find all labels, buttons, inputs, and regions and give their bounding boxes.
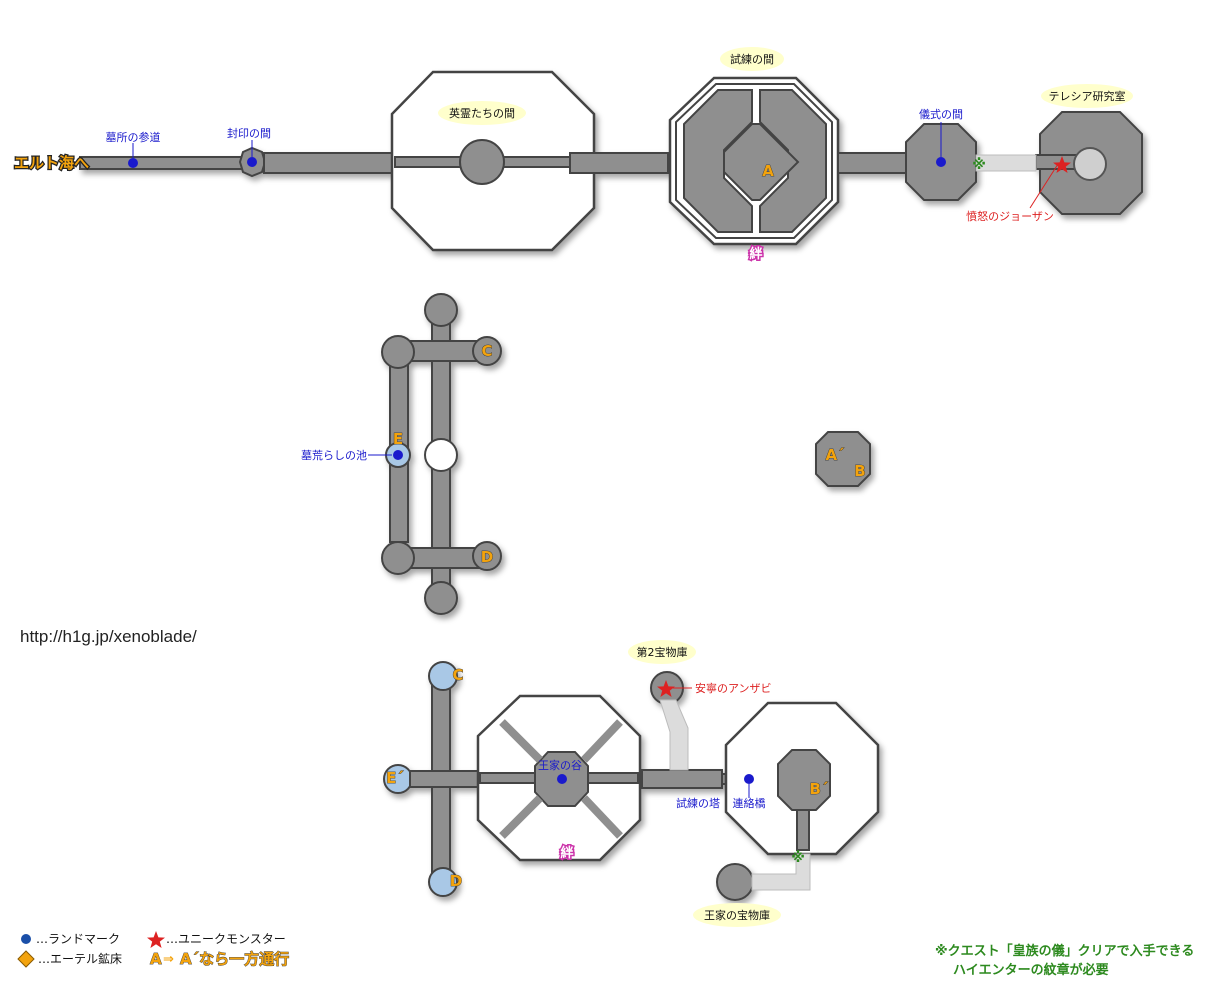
landmark-dot-bosho (128, 158, 138, 168)
legend-ether-diamond (17, 950, 35, 968)
bridge-mark-top: ※ (972, 157, 986, 173)
legend-unique-star (147, 931, 165, 948)
legend-oneway-a: A (150, 950, 162, 968)
marker-d-bottom: D (450, 872, 462, 890)
area-label-eirei: 英霊たちの間 (449, 106, 515, 120)
legend-landmark-dot (21, 934, 31, 944)
landmark-dot-renraku (744, 774, 754, 784)
bottom-cross (409, 770, 479, 788)
marker-b-prime: B´ (810, 780, 829, 798)
approach-corridor (79, 156, 243, 170)
eirei-center (459, 139, 505, 185)
glow-dai2 (628, 640, 696, 664)
ab-room (815, 431, 871, 487)
mid-top-node (424, 293, 458, 327)
mid-bottom-left-node (381, 541, 415, 575)
landmark-label-renraku: 連絡橋 (733, 796, 766, 810)
tower-down (796, 809, 810, 851)
shiren-frame (683, 89, 827, 233)
marker-a: A (762, 162, 774, 180)
exit-label: エルト海へ (14, 154, 89, 172)
corridor-2 (569, 152, 669, 174)
light-bridge-dai2 (659, 699, 689, 771)
glow-ouke-hou (693, 903, 781, 927)
glow-terecia (1041, 84, 1133, 108)
marker-d-mid: D (481, 548, 493, 566)
area-label-terecia: テレシア研究室 (1049, 89, 1126, 103)
top-structure (79, 70, 1143, 252)
landmark-label-hakaara: 墓荒らしの池 (301, 449, 367, 462)
light-bridge-top (975, 154, 1037, 172)
terecia-core (1073, 147, 1107, 181)
bottom-d-node (428, 867, 458, 897)
note-line2: ハイエンターの紋章が必要 (953, 962, 1109, 978)
legend-oneway-rest: A´なら一方通行 (180, 950, 289, 968)
legend-arrow-icon: ⇒ (163, 952, 174, 967)
glow-eirei (438, 101, 526, 125)
note-line1: ※クエスト「皇族の儀」クリアで入手できる (935, 943, 1194, 959)
unique-label-anzabi: 安寧のアンザビ (695, 681, 772, 695)
tower-corridor (641, 769, 723, 789)
glow-shiren (720, 47, 784, 71)
mid-bottom-node (424, 581, 458, 615)
landmark-label-gishiki: 儀式の間 (919, 107, 963, 121)
area-label-ouke-hou: 王家の宝物庫 (704, 908, 770, 922)
landmark-label-tani: 王家の谷 (538, 758, 582, 772)
marker-e-prime: E´ (386, 769, 404, 787)
mid-c-node (472, 336, 502, 366)
landmark-dot-tani (557, 774, 567, 784)
marker-c-bottom: C (452, 666, 463, 684)
unique-label-joozan: 憤怒のジョーザン (966, 209, 1054, 223)
legend-unique: …ユニークモンスター (166, 932, 286, 946)
kizuna-mark-top: 絆 (749, 246, 762, 262)
mid-d-node (472, 541, 502, 571)
marker-a-prime: A´ (825, 446, 844, 464)
source-url: http://h1g.jp/xenoblade/ (20, 627, 197, 646)
light-bridge-ouke (751, 853, 811, 891)
unique-star-anzabi (657, 680, 675, 697)
legend-ether: …エーテル鉱床 (38, 951, 122, 966)
marker-c-mid: C (481, 342, 492, 360)
area-label-dai2: 第2宝物庫 (637, 645, 688, 659)
bridge-mark-bottom: ※ (791, 850, 805, 866)
corridor-3 (837, 152, 909, 174)
landmark-dot-hakaara (393, 450, 403, 460)
shiren-center (723, 123, 800, 201)
mid-ring (424, 438, 458, 472)
landmark-label-shiren-tou: 試練の塔 (676, 796, 720, 810)
marker-b: B (854, 462, 865, 480)
landmark-label-fuin: 封印の間 (227, 126, 271, 140)
marker-e-mid: E (393, 430, 403, 448)
ouke-hou-room (716, 863, 754, 901)
kizuna-mark-bottom: 絆 (560, 845, 573, 861)
middle-structure (381, 293, 871, 615)
landmark-label-bosho: 墓所の参道 (106, 130, 161, 144)
bottom-c-node (428, 661, 458, 691)
tower-core (777, 749, 831, 811)
landmark-dot-gishiki (936, 157, 946, 167)
mid-top-left-node (381, 335, 415, 369)
landmark-dot-fuin (247, 157, 257, 167)
corridor-1 (263, 152, 393, 174)
unique-star-joozan (1053, 156, 1071, 173)
legend-landmark: …ランドマーク (36, 932, 120, 946)
area-label-shiren: 試練の間 (730, 52, 774, 66)
